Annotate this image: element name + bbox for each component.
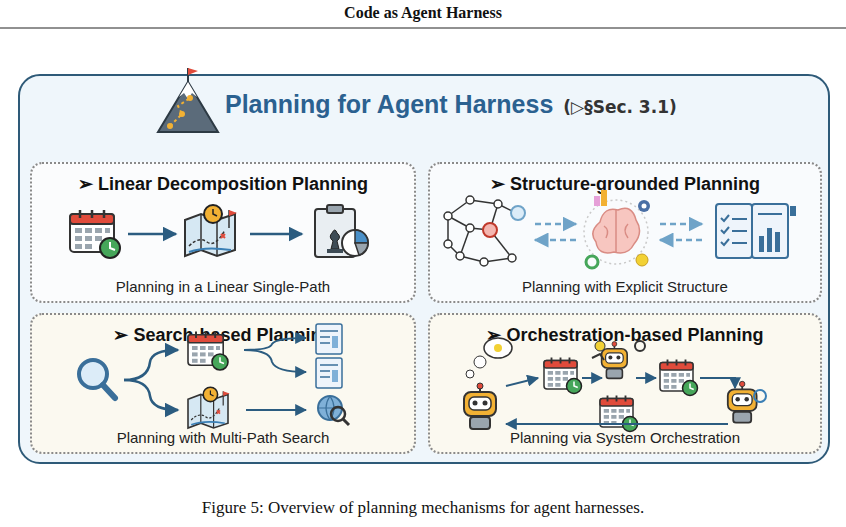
method-caption: Planning with Multi-Path Search [32, 429, 414, 446]
method-box: ➢ Linear Decomposition PlanningPlanning … [30, 162, 416, 303]
search-illustration [79, 324, 349, 428]
header-rule [0, 28, 846, 29]
method-heading: ➢ Linear Decomposition Planning [32, 173, 414, 195]
running-header: Code as Agent Harness [0, 4, 846, 22]
method-caption: Planning with Explicit Structure [430, 278, 820, 295]
method-heading: ➢ Orchestration-based Planning [430, 324, 820, 346]
title-row: Planning for Agent Harness (▷§Sec. 3.1) [225, 90, 677, 119]
structure-illustration [444, 190, 796, 268]
method-heading: ➢ Structure-grounded Planning [430, 173, 820, 195]
method-box: ➢ Orchestration-based PlanningPlanning v… [428, 313, 822, 454]
mountain-icon [158, 68, 218, 132]
method-caption: Planning in a Linear Single-Path [32, 278, 414, 295]
section-ref: (▷§Sec. 3.1) [563, 97, 676, 117]
method-box: ➢ Structure-grounded PlanningPlanning wi… [428, 162, 822, 303]
method-heading: ➢ Search-based Planning [32, 324, 414, 346]
linear-illustration [70, 205, 368, 258]
orchestration-illustration [464, 338, 766, 432]
section-panel: Planning for Agent Harness (▷§Sec. 3.1) ➢ … [18, 74, 830, 464]
method-box: ➢ Search-based PlanningPlanning with Mul… [30, 313, 416, 454]
panel-title: Planning for Agent Harness [225, 90, 553, 119]
method-caption: Planning via System Orchestration [430, 429, 820, 446]
figure-caption: Figure 5: Overview of planning mechanism… [0, 498, 846, 518]
